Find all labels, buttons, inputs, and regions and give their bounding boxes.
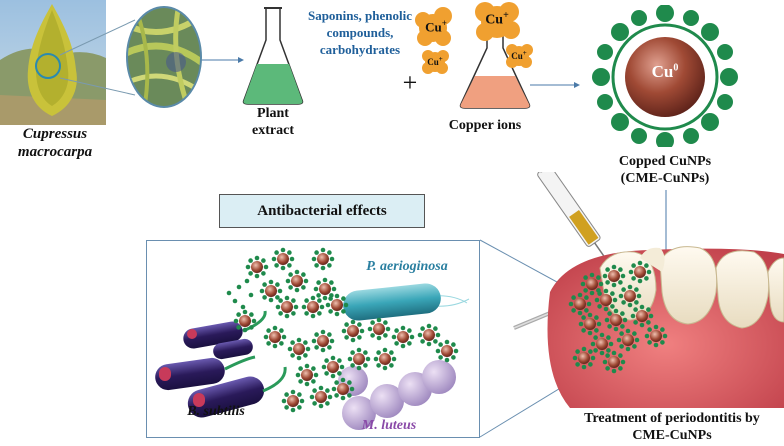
antibacterial-title: Antibacterial effects [219,194,425,228]
plant-name-line1: Cupressus [22,126,88,142]
antibacterial-panel [146,240,480,438]
bacterium-p-aeruginosa: P. aerioginosa [366,259,448,274]
bacterium-b-subtilis: B. subtilis [187,404,245,419]
compounds-line3: carbohydrates [319,42,401,57]
plant-extract-line2: extract [252,123,294,138]
plant-extract-line1: Plant [257,106,289,121]
treatment-line2: CME-CuNPs [632,428,712,443]
cu-zero-label: Cu0 [651,62,679,81]
teeth-illustration [510,157,784,408]
copper-ions-flask [445,6,545,110]
plant-extract-flask [240,6,306,106]
plus-sign: + [402,68,418,97]
leaf-zoom-circle [124,4,204,110]
cu-ion-1: Cu+ [425,18,447,35]
copper-ion-blobs [415,2,533,74]
copper-ions-label: Copper ions [448,118,522,133]
cupressus-photo [0,0,106,125]
compounds-line1: Saponins, phenolic [307,8,413,23]
cu-ion-2: Cu+ [485,10,509,28]
capped-label-line1: Copped CuNPs [618,154,712,169]
cu-ion-4: Cu+ [511,49,527,61]
capped-label-line2: (CME-CuNPs) [620,171,710,186]
treatment-line1: Treatment of periodontitis by [584,411,760,426]
compounds-line2: compounds, [326,25,394,40]
bacterium-m-luteus: M. luteus [361,418,417,433]
cu-ion-3: Cu+ [427,55,443,67]
capped-nanoparticle [585,4,745,150]
plant-name-line2: macrocarpa [17,144,93,160]
